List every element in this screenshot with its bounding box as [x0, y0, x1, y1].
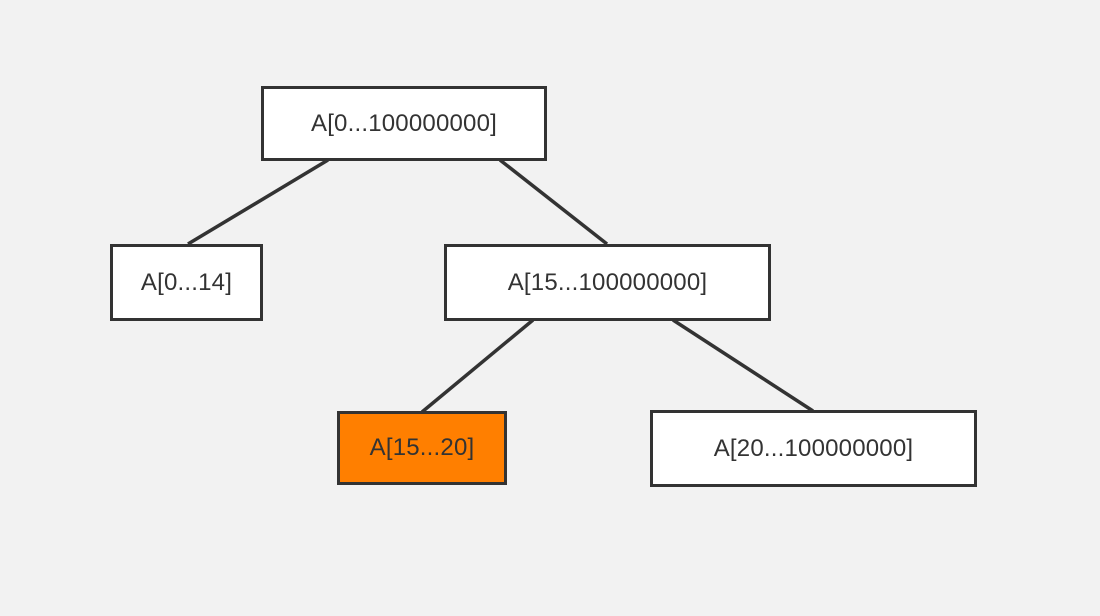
- tree-node-left: A[0...14]: [110, 244, 263, 321]
- node-label: A[0...14]: [140, 268, 233, 296]
- edge-root-left: [187, 158, 329, 246]
- tree-node-highlighted: A[15...20]: [337, 411, 507, 485]
- tree-node-root: A[0...100000000]: [261, 86, 547, 161]
- node-label: A[15...20]: [369, 434, 475, 461]
- node-label: A[20...100000000]: [713, 434, 914, 462]
- tree-node-right: A[15...100000000]: [444, 244, 771, 321]
- tree-node-right-right: A[20...100000000]: [650, 410, 977, 487]
- node-label: A[0...100000000]: [310, 109, 498, 137]
- edge-root-right: [498, 158, 609, 246]
- edge-right-rr: [672, 318, 814, 413]
- node-label: A[15...100000000]: [507, 268, 708, 296]
- edge-right-rl: [420, 318, 535, 414]
